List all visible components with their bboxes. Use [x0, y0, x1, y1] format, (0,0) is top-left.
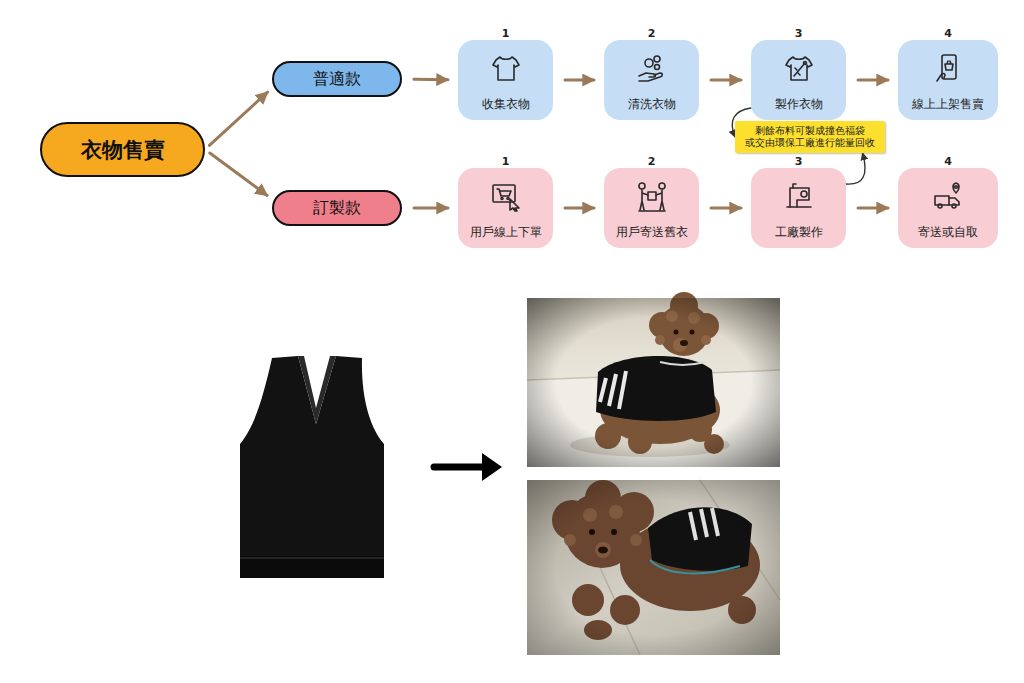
flow-arrow [858, 207, 888, 210]
transform-arrow [434, 453, 502, 481]
callout-number: 4 [944, 156, 952, 168]
flow-arrow [209, 92, 267, 145]
callout-number: 3 [795, 28, 803, 40]
flow-arrow [565, 207, 594, 210]
callout-number: 1 [502, 156, 510, 168]
step-label: 製作衣物 [775, 97, 823, 111]
flow-arrow [711, 207, 741, 210]
step-label: 寄送或自取 [918, 225, 978, 239]
step-icon [932, 52, 964, 84]
flow-arrow [565, 79, 594, 82]
process-box: 2用戶寄送舊衣 [604, 168, 699, 248]
step-label: 清洗衣物 [628, 97, 676, 111]
callout-number: 2 [648, 156, 656, 168]
step-icon [783, 52, 815, 84]
flow-arrow [711, 79, 741, 82]
step-icon [783, 180, 815, 212]
step-label: 用戶線上下單 [470, 225, 542, 239]
callout-number: 4 [944, 28, 952, 40]
step-label: 線上上架售賣 [912, 97, 984, 111]
category-pill: 普適款 [272, 61, 402, 97]
step-label: 工廠製作 [775, 225, 823, 239]
vest-figure [240, 356, 384, 578]
step-label: 用戶寄送舊衣 [616, 225, 688, 239]
pill-label: 普適款 [313, 69, 361, 90]
dog-photo [527, 292, 780, 467]
dog-photo [527, 480, 780, 655]
process-box: 2清洗衣物 [604, 40, 699, 120]
note-box: 剩餘布料可製成撞色福袋 或交由環保工廠進行能量回收 [735, 121, 885, 153]
step-icon [490, 180, 522, 212]
callout-number: 2 [648, 28, 656, 40]
category-pill: 訂製款 [272, 190, 402, 226]
pill-label: 衣物售賣 [81, 136, 165, 164]
flow-arrow [210, 153, 267, 195]
callout-number: 3 [795, 156, 803, 168]
step-label: 收集衣物 [482, 97, 530, 111]
curved-arrow [846, 153, 865, 184]
pill-label: 訂製款 [313, 198, 361, 219]
callout-number: 1 [502, 28, 510, 40]
step-icon [636, 180, 668, 212]
flow-arrow [414, 207, 448, 210]
process-box: 3製作衣物 [751, 40, 846, 120]
process-box: 1收集衣物 [458, 40, 553, 120]
step-icon [932, 180, 964, 212]
step-icon [636, 52, 668, 84]
process-box: 4寄送或自取 [898, 168, 998, 248]
flow-arrow [858, 79, 888, 82]
note-text: 剩餘布料可製成撞色福袋 或交由環保工廠進行能量回收 [739, 125, 881, 150]
root-pill: 衣物售賣 [40, 122, 205, 177]
step-icon [490, 52, 522, 84]
process-box: 3工廠製作 [751, 168, 846, 248]
process-box: 1用戶線上下單 [458, 168, 553, 248]
flow-arrow [414, 78, 448, 82]
process-box: 4線上上架售賣 [898, 40, 998, 120]
